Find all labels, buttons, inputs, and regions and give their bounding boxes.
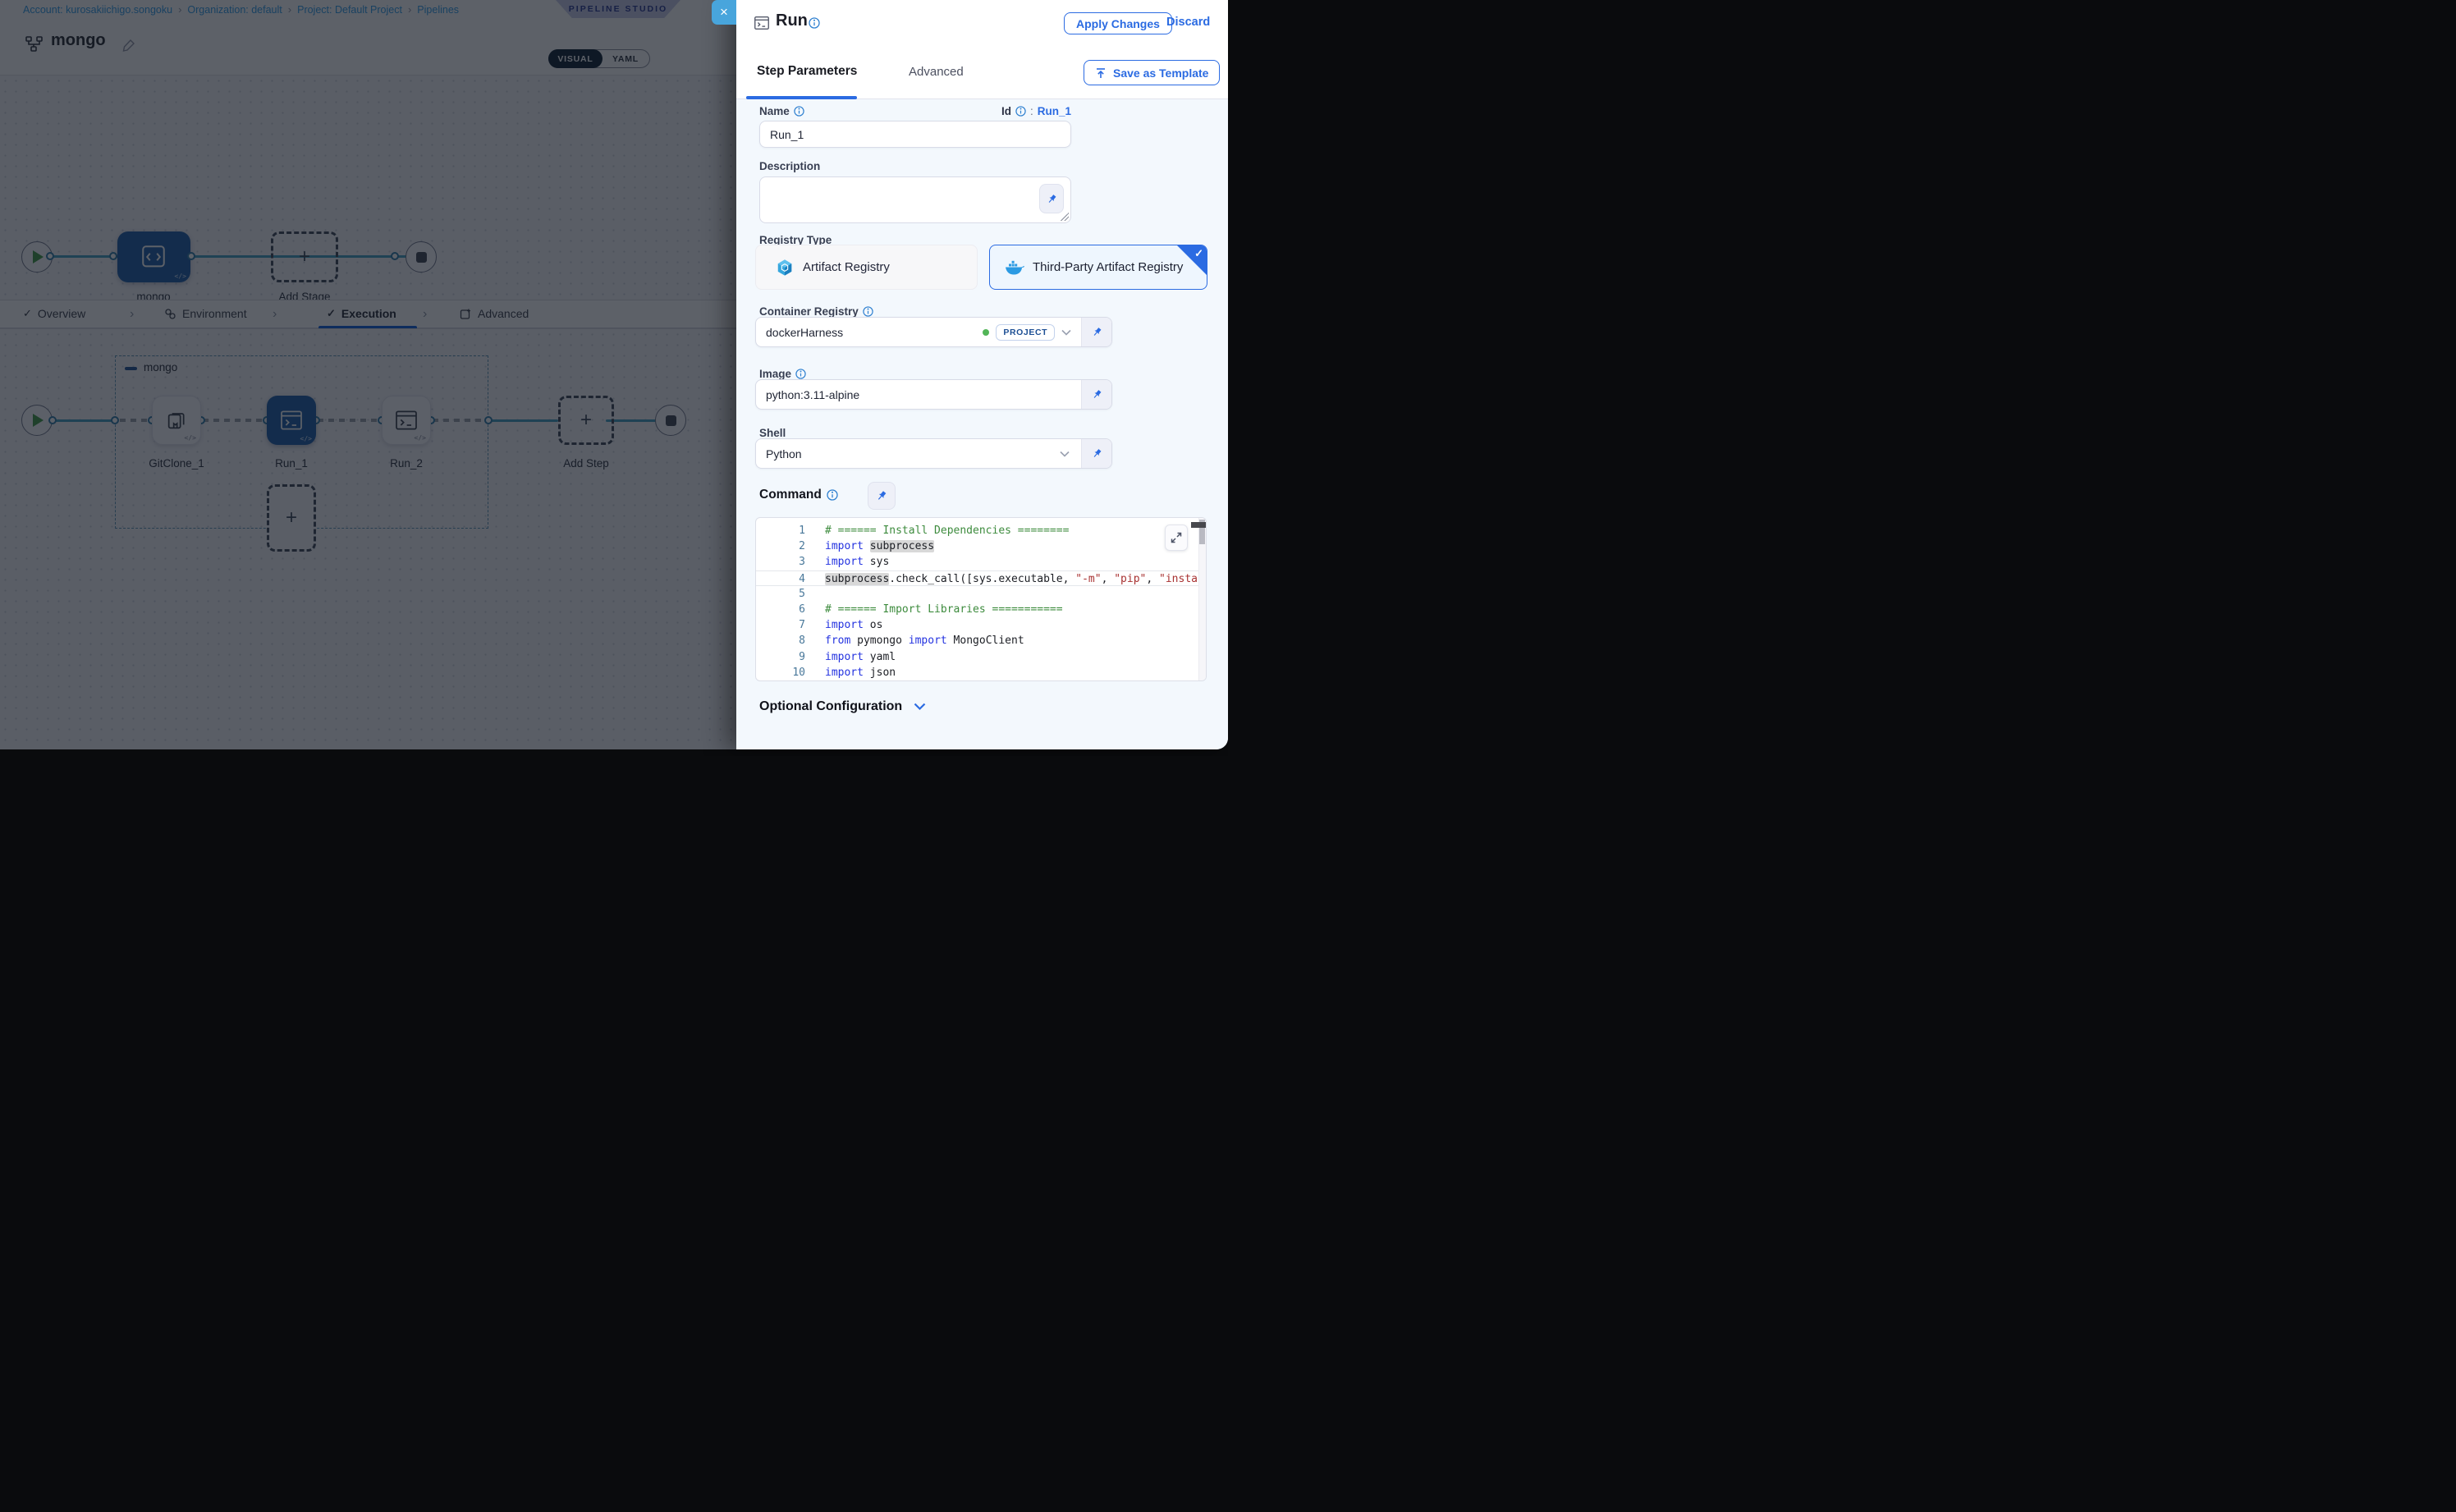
chevron-down-icon [914,703,926,711]
drawer-title: Run [776,11,808,30]
code-lines: 1# ====== Install Dependencies ========2… [756,523,1206,680]
name-label: Name [759,105,804,117]
save-as-template-button[interactable]: Save as Template [1084,60,1221,85]
chevron-down-icon [1060,451,1070,457]
line-number: 10 [792,666,805,679]
line-number: 5 [799,587,805,600]
run-step-icon [753,14,771,32]
pin-icon [1093,328,1102,336]
docker-icon [1006,260,1024,274]
line-number: 7 [799,619,805,632]
selected-wedge [1177,245,1207,275]
pin-input-type-button[interactable] [868,482,896,510]
pin-input-type-button[interactable] [1081,380,1111,409]
line-number: 6 [799,603,805,616]
line-number: 8 [799,635,805,648]
shell-value: Python [766,447,802,460]
step-config-drawer: Run Apply Changes Discard Step Parameter… [736,0,1228,749]
pin-input-type-button[interactable] [1081,318,1111,346]
chevron-down-icon [1061,329,1071,336]
registry-type-label: Registry Type [759,234,832,246]
info-icon[interactable] [794,106,804,117]
artifact-registry-card[interactable]: Artifact Registry [755,245,978,290]
connector-status-dot [983,328,990,336]
optional-configuration-toggle[interactable]: Optional Configuration [759,699,926,714]
info-icon[interactable] [863,306,873,317]
artifact-registry-icon [777,259,792,276]
fullscreen-icon [1171,532,1182,543]
drawer-dim-overlay [0,0,736,749]
tab-step-parameters[interactable]: Step Parameters [757,64,858,78]
step-parameters-form: Name Id : Run_1 Description [736,99,1228,749]
info-icon[interactable] [809,17,820,29]
pin-icon [877,491,887,500]
name-input[interactable] [759,121,1071,148]
apply-changes-button[interactable]: Apply Changes [1064,12,1172,34]
command-label: Command [759,488,838,502]
shell-select[interactable]: Python [755,438,1112,469]
pin-input-type-button[interactable] [1039,184,1064,213]
info-icon[interactable] [1015,106,1026,117]
tab-advanced[interactable]: Advanced [909,65,964,79]
shell-label: Shell [759,427,786,439]
code-line: 5 [756,586,1206,602]
expand-editor-button[interactable] [1165,525,1188,551]
image-field[interactable]: python:3.11-alpine [755,379,1112,410]
third-party-artifact-registry-card[interactable]: Third-Party Artifact Registry ✓ [989,245,1207,290]
discard-button[interactable]: Discard [1166,16,1211,29]
command-code-editor[interactable]: 1# ====== Install Dependencies ========2… [755,517,1207,681]
description-label: Description [759,160,821,172]
scrollbar-thumb[interactable] [1199,520,1205,544]
editor-scrollbar[interactable] [1198,518,1206,680]
upload-icon [1097,67,1105,78]
step-id: Id : Run_1 [1001,105,1071,117]
drawer-tabs: Step Parameters Advanced Save as Templat… [736,47,1228,99]
scroll-position-marker [1191,522,1206,528]
info-icon[interactable] [827,489,838,501]
code-line: 1# ====== Install Dependencies ======== [756,523,1206,538]
scope-badge: PROJECT [996,323,1056,341]
line-number: 4 [799,572,805,585]
pin-input-type-button[interactable] [1081,439,1111,468]
resize-handle[interactable] [1061,213,1069,221]
pin-icon [1048,194,1056,203]
line-number: 9 [799,650,805,663]
line-number: 1 [799,525,805,537]
drawer-header: Run Apply Changes Discard [736,0,1228,47]
line-number: 2 [799,540,805,553]
step-id-value[interactable]: Run_1 [1037,105,1071,117]
container-registry-value: dockerHarness [766,325,844,339]
container-registry-field[interactable]: dockerHarness PROJECT [755,317,1112,347]
selected-check-icon: ✓ [1194,247,1203,259]
line-number: 3 [799,556,805,569]
image-label: Image [759,368,806,380]
container-registry-label: Container Registry [759,305,873,318]
image-value: python:3.11-alpine [766,387,860,401]
description-textarea[interactable] [759,176,1071,223]
pipeline-studio-background: Account: kurosakiichigo.songoku›Organiza… [0,0,736,749]
close-drawer-button[interactable]: × [712,0,736,25]
code-line: 6# ====== Import Libraries =========== [756,602,1206,617]
active-tab-underline [746,96,857,99]
pipeline-studio-page: Account: kurosakiichigo.songoku›Organiza… [0,0,1228,756]
info-icon[interactable] [795,369,806,379]
pin-icon [1093,390,1102,398]
pin-icon [1093,449,1102,457]
